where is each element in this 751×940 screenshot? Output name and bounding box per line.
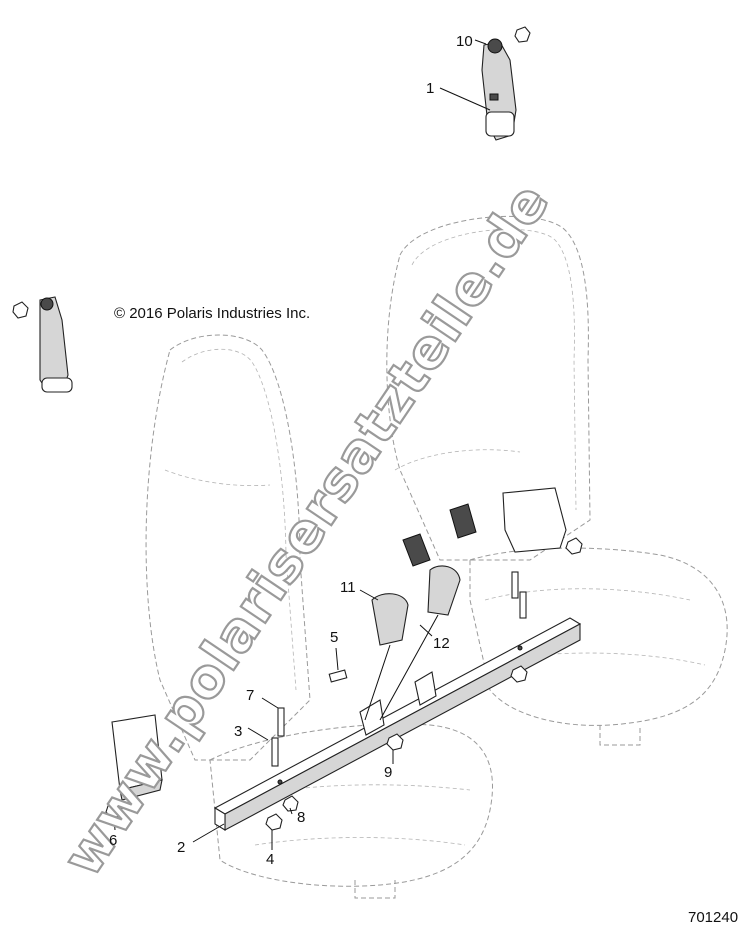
buckle-left bbox=[364, 593, 409, 721]
figure-number: 701240 bbox=[688, 909, 738, 926]
callout-8: 8 bbox=[297, 809, 305, 826]
callout-4: 4 bbox=[266, 851, 274, 868]
right-seat-outline bbox=[386, 215, 728, 746]
leader-lines bbox=[113, 39, 491, 850]
upper-retractor-bracket bbox=[481, 41, 517, 141]
callout-9: 9 bbox=[384, 764, 392, 781]
bolt-icon bbox=[271, 571, 527, 767]
left-retractor bbox=[111, 714, 163, 801]
callout-7: 7 bbox=[246, 687, 254, 704]
callout-11: 11 bbox=[340, 579, 356, 596]
callout-1: 1 bbox=[426, 80, 434, 97]
callout-2: 2 bbox=[177, 839, 185, 856]
latch-plate-1 bbox=[402, 503, 477, 567]
callout-10: 10 bbox=[456, 33, 473, 50]
copyright-text: © 2016 Polaris Industries Inc. bbox=[114, 305, 310, 322]
callout-3: 3 bbox=[234, 723, 242, 740]
left-retractor-bracket bbox=[12, 296, 73, 393]
right-retractor bbox=[502, 487, 567, 553]
callout-6: 6 bbox=[109, 832, 117, 849]
callout-5: 5 bbox=[330, 629, 338, 646]
mounting-bar bbox=[213, 617, 582, 831]
nut-icon bbox=[487, 26, 531, 54]
left-seat-outline bbox=[145, 334, 493, 899]
callout-12: 12 bbox=[433, 635, 450, 652]
nut-icon-2 bbox=[105, 537, 583, 831]
